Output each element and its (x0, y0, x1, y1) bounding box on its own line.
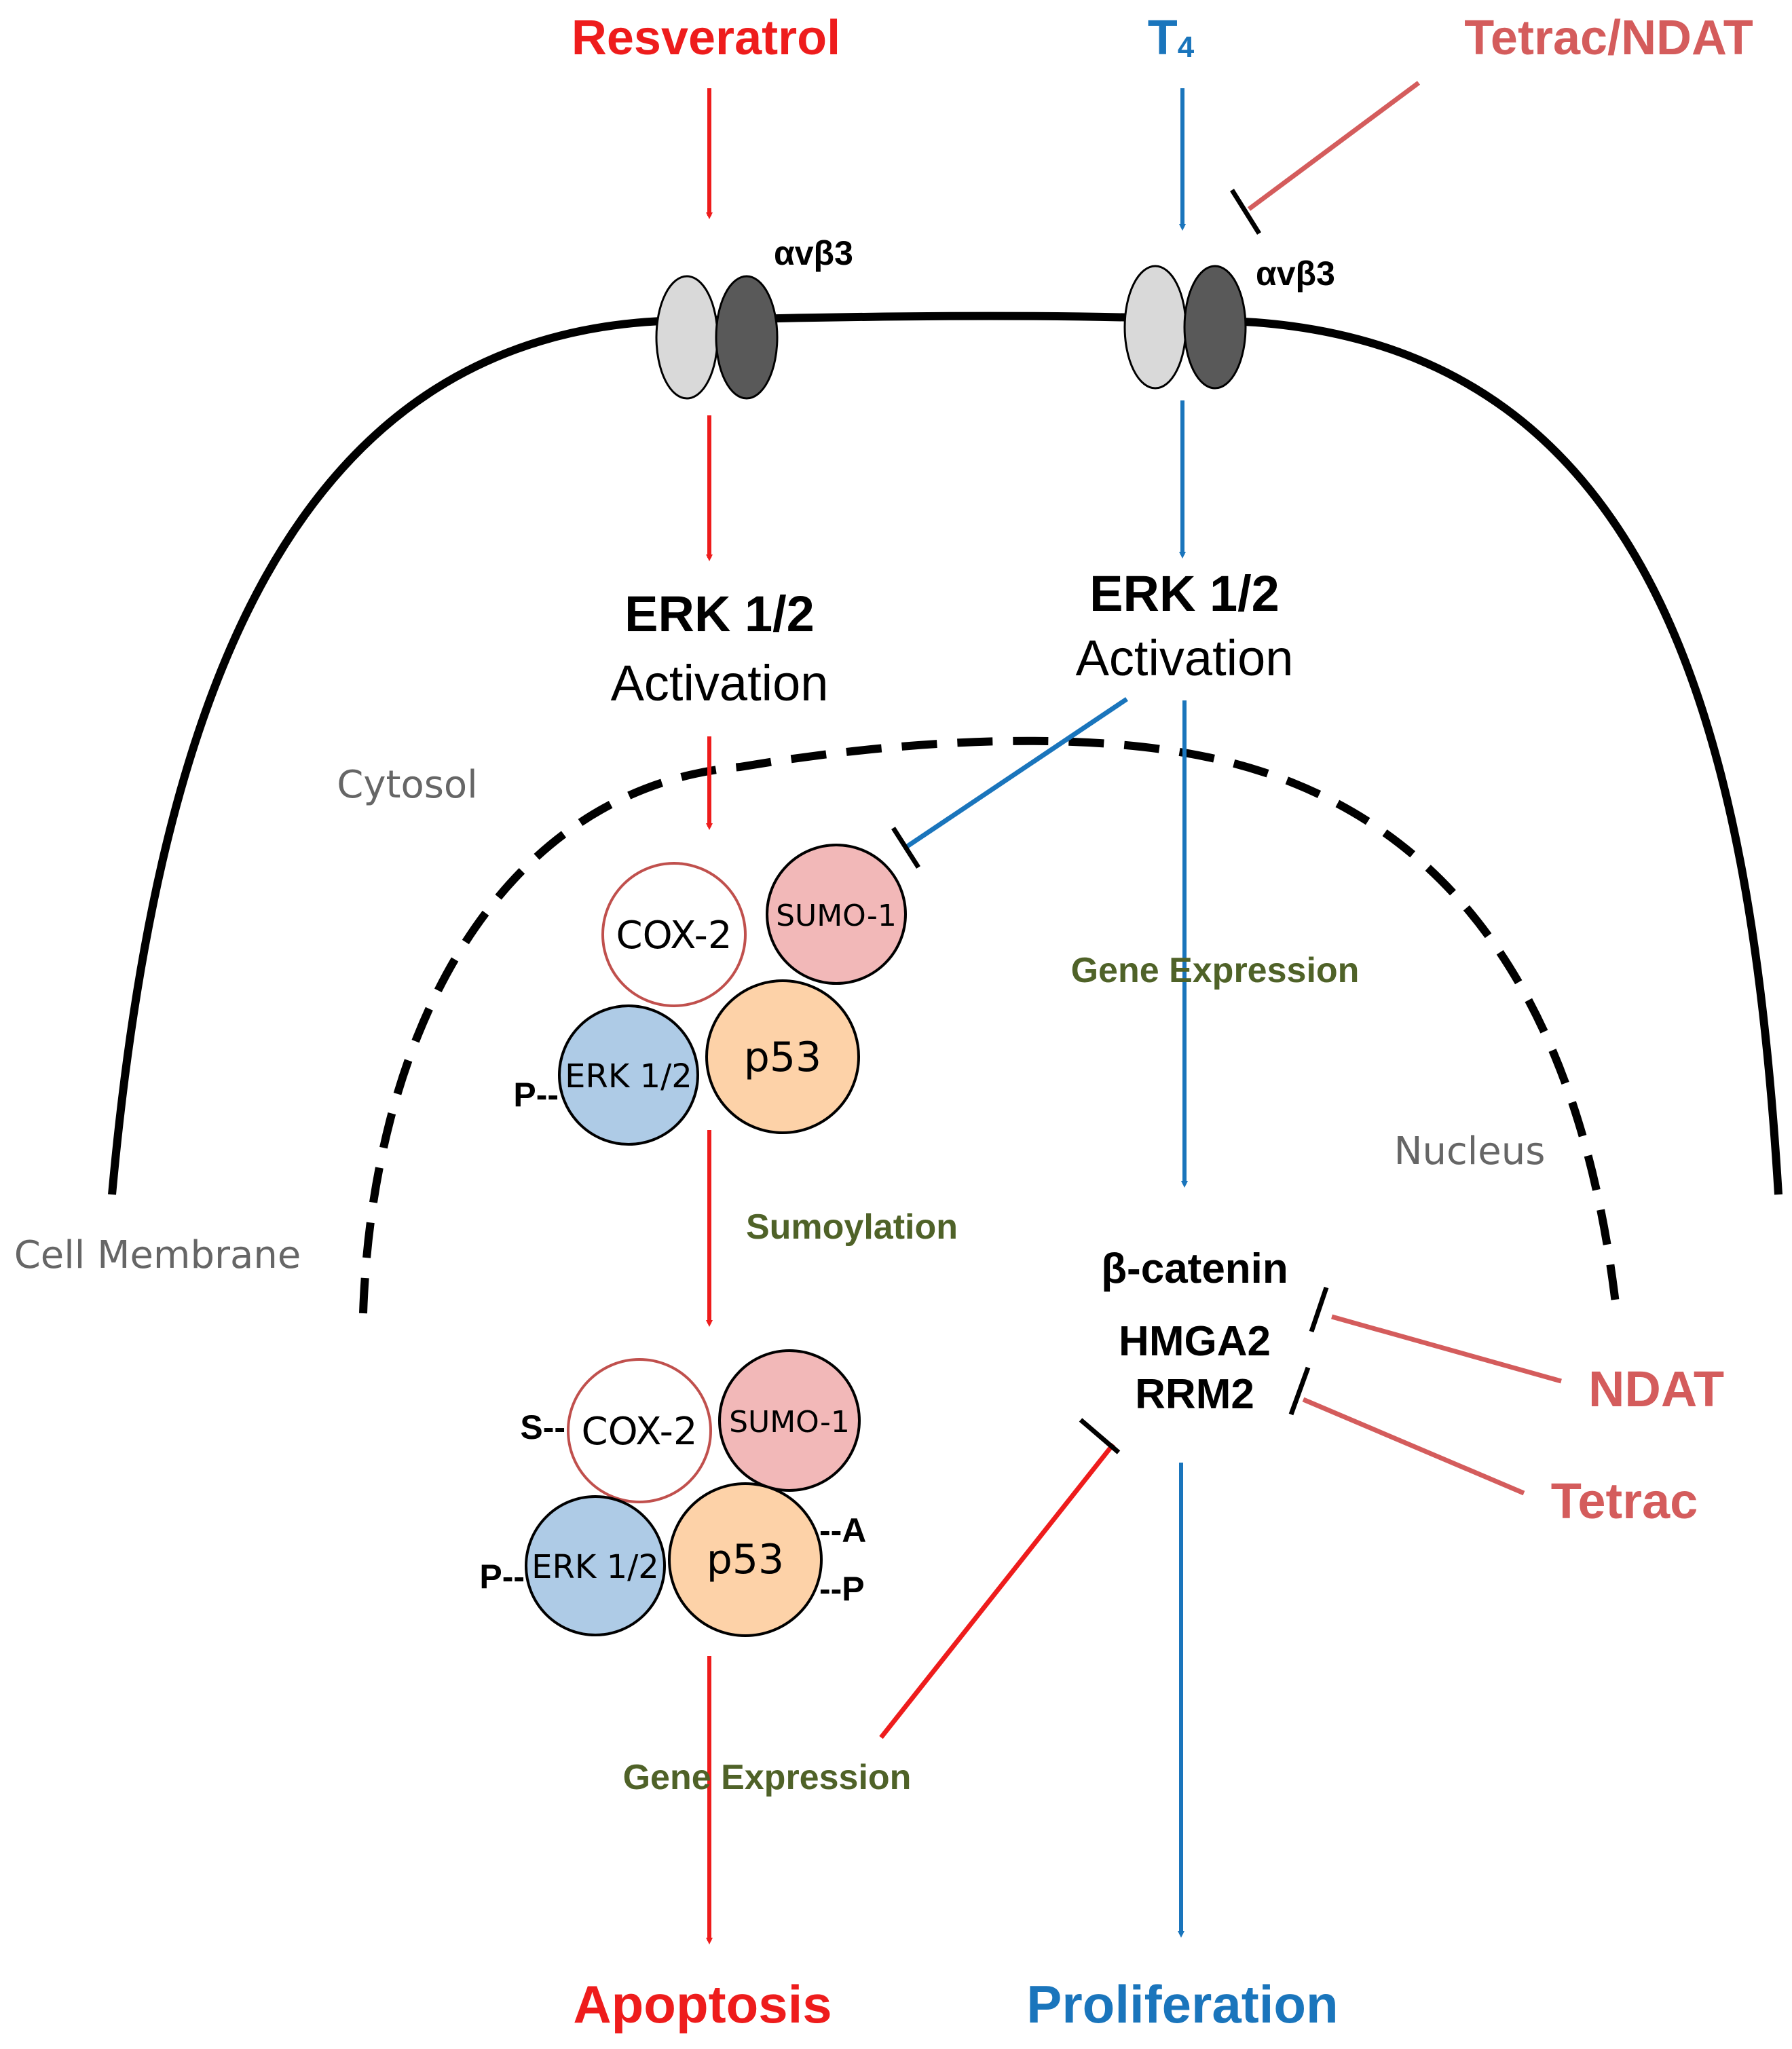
sumoylation-label: Sumoylation (746, 1207, 958, 1247)
p53-label: p53 (707, 1536, 784, 1583)
t4-label: T4 (1148, 11, 1195, 65)
t4-main: T (1148, 11, 1178, 65)
erk-phospho-mark: P-- (513, 1076, 559, 1114)
tetrac-ndat-label: Tetrac/NDAT (1464, 11, 1753, 65)
proliferation-label: Proliferation (1026, 1974, 1338, 2034)
sumo1-label: SUMO-1 (776, 899, 897, 933)
integrin-receptor-left (655, 275, 779, 400)
erk-left-subtitle: Activation (611, 655, 829, 711)
erk-phospho-mark: P-- (479, 1558, 525, 1596)
gene-expression-left-label: Gene Expression (623, 1758, 912, 1797)
inhibition-bar-targets-red (1079, 1418, 1121, 1454)
receptor-label-left: αvβ3 (774, 234, 853, 272)
p53-circle (705, 979, 860, 1134)
inhibition-tetrac-targets (1302, 1397, 1525, 1496)
sumo1-circle (766, 844, 907, 985)
nuclear-envelope (359, 736, 1620, 1314)
cox2-circle (567, 1358, 712, 1503)
cox2-label: COX-2 (616, 914, 732, 958)
receptor-label-right: αvβ3 (1256, 255, 1335, 293)
inhibition-erk-sumo (905, 697, 1128, 849)
inhibition-apoptosis-targets (879, 1442, 1115, 1740)
cell-membrane-label: Cell Membrane (14, 1233, 301, 1277)
rrm2-label: RRM2 (1135, 1371, 1254, 1418)
nucleus-label: Nucleus (1394, 1129, 1546, 1173)
erk-circle (558, 1004, 699, 1146)
inhibition-bar-receptor (1230, 189, 1261, 235)
tetrac-label: Tetrac (1551, 1473, 1698, 1529)
t4-subscript: 4 (1178, 31, 1195, 64)
ndat-label: NDAT (1588, 1361, 1724, 1417)
cytosol-label: Cytosol (337, 763, 477, 807)
sumo1-circle (718, 1349, 861, 1492)
inhibition-tetrac-ndat-receptor (1247, 81, 1421, 211)
cox2-label: COX-2 (581, 1410, 697, 1454)
resveratrol-label: Resveratrol (572, 11, 840, 65)
apoptosis-label: Apoptosis (573, 1974, 832, 2034)
p53-phospho-mark: --P (819, 1570, 865, 1608)
sumo1-label: SUMO-1 (729, 1405, 850, 1440)
erk-right-title: ERK 1/2 (1089, 565, 1280, 622)
cox2-circle (601, 862, 747, 1007)
protein-complex-2: COX-2 SUMO-1 ERK 1/2 p53 S-- P-- --A --P (479, 1349, 866, 1637)
inhibition-bar-tetrac (1288, 1366, 1311, 1416)
erk-label: ERK 1/2 (531, 1548, 659, 1586)
erk-left-title: ERK 1/2 (624, 586, 815, 642)
hmga2-label: HMGA2 (1119, 1318, 1271, 1365)
cell-membrane-curve (108, 312, 1782, 1195)
erk-right-subtitle: Activation (1076, 630, 1294, 686)
erk-circle (525, 1495, 666, 1636)
p53-acetyl-mark: --A (819, 1511, 866, 1549)
cox2-sumo-mark: S-- (520, 1408, 565, 1446)
gene-expression-right-label: Gene Expression (1071, 951, 1360, 990)
p53-label: p53 (744, 1034, 821, 1081)
inhibition-bar-sumo (891, 827, 920, 869)
erk-label: ERK 1/2 (565, 1057, 692, 1095)
beta-catenin-label: β-catenin (1101, 1245, 1288, 1292)
integrin-receptor-right (1123, 265, 1247, 390)
protein-complex-1: COX-2 SUMO-1 ERK 1/2 p53 P-- (513, 844, 907, 1146)
inhibition-ndat-targets (1331, 1314, 1562, 1384)
inhibition-bar-ndat (1309, 1286, 1329, 1333)
p53-circle (668, 1482, 823, 1637)
